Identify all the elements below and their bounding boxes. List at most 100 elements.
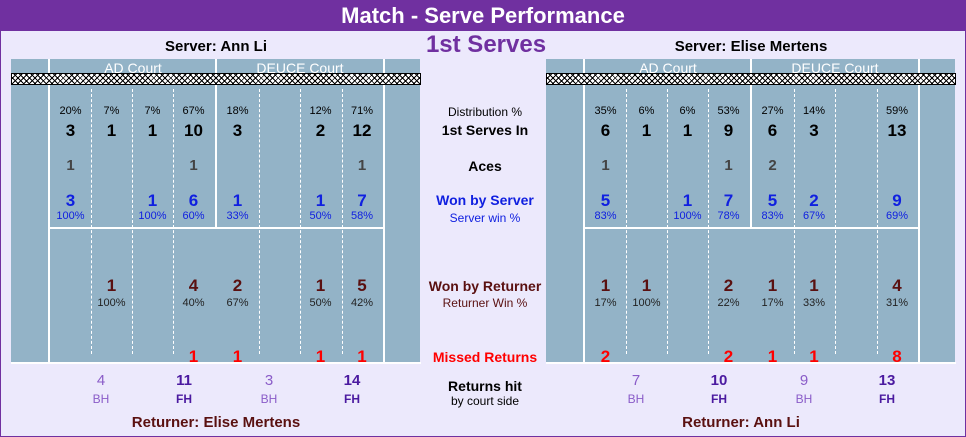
left-ret-cell: 5 <box>357 276 367 295</box>
left-missed-cell: 1 <box>357 347 367 366</box>
left-dist-cell: 7% <box>144 105 161 117</box>
left-sideline-left <box>48 59 50 364</box>
left-ret_pct-cell: 42% <box>350 297 374 309</box>
right-ret_pct-cell: 17% <box>594 297 617 309</box>
right-won_pct-cell: 83% <box>761 210 784 222</box>
right-won_pct-cell: 78% <box>717 210 740 222</box>
left-ret_pct-cell: 67% <box>226 297 249 309</box>
label-serves-in: 1st Serves In <box>441 122 529 138</box>
right-aces-cell: 1 <box>724 157 733 174</box>
left-in-cell: 1 <box>147 121 158 140</box>
left-lane-divider <box>258 89 260 354</box>
right-sideline-left <box>583 59 585 364</box>
left-ret-cell: 1 <box>106 276 117 295</box>
right-ad-court-label: AD Court <box>639 60 697 76</box>
left-ret_pct-cell: 50% <box>309 297 332 309</box>
right-dist-cell: 6% <box>679 105 696 117</box>
right-dist-cell: 6% <box>638 105 655 117</box>
left-returns-side: BH <box>92 392 110 406</box>
right-won_pct-cell: 83% <box>594 210 617 222</box>
right-ret_pct-cell: 31% <box>885 297 909 309</box>
right-won-cell: 1 <box>682 191 693 210</box>
right-won-cell: 7 <box>723 191 734 210</box>
serve-type-title: 1st Serves <box>425 31 547 58</box>
left-dist-cell: 12% <box>309 105 332 117</box>
right-dist-cell: 53% <box>717 105 740 117</box>
left-in-cell: 10 <box>184 121 203 140</box>
label-won-by-server: Won by Server <box>436 192 534 208</box>
left-center-line <box>215 59 217 227</box>
left-won_pct-cell: 100% <box>56 210 85 222</box>
right-in-cell: 13 <box>887 121 907 140</box>
left-missed-cell: 1 <box>188 347 199 366</box>
left-dist-cell: 67% <box>182 105 205 117</box>
left-won_pct-cell: 50% <box>309 210 332 222</box>
left-lane-divider <box>91 89 92 354</box>
left-dist-cell: 20% <box>59 105 82 117</box>
right-won-cell: 9 <box>892 191 902 210</box>
right-returns-count: 13 <box>878 372 896 389</box>
left-won-cell: 1 <box>232 191 243 210</box>
right-ret_pct-cell: 22% <box>717 297 740 309</box>
right-dist-cell: 59% <box>885 105 909 117</box>
right-returns-count: 10 <box>710 372 728 389</box>
left-ret-cell: 2 <box>232 276 243 295</box>
right-ret-cell: 4 <box>892 276 902 295</box>
left-won_pct-cell: 100% <box>138 210 167 222</box>
left-won-cell: 1 <box>147 191 158 210</box>
left-dist-cell: 7% <box>103 105 120 117</box>
left-lane-divider <box>341 89 343 354</box>
right-won-cell: 5 <box>767 191 778 210</box>
left-ret-cell: 1 <box>315 276 326 295</box>
left-dist-cell: 71% <box>350 105 374 117</box>
right-missed-cell: 1 <box>809 347 819 366</box>
left-server-label: Server: Ann Li <box>165 38 267 55</box>
right-returner-label: Returner: Ann Li <box>682 414 800 431</box>
left-returns-count: 14 <box>343 372 361 389</box>
right-ret-cell: 1 <box>767 276 778 295</box>
left-lane-divider <box>173 89 174 354</box>
right-ret-cell: 1 <box>600 276 611 295</box>
right-deuce-court-label: DEUCE Court <box>791 60 879 76</box>
right-server-label: Server: Elise Mertens <box>674 38 828 55</box>
right-ret_pct-cell: 100% <box>632 297 661 309</box>
right-won-cell: 2 <box>809 191 819 210</box>
left-returns-side: BH <box>260 392 278 406</box>
left-net <box>11 73 421 85</box>
left-in-cell: 3 <box>232 121 243 140</box>
right-net <box>546 73 956 85</box>
right-aces-cell: 1 <box>601 157 610 174</box>
left-won-cell: 7 <box>357 191 367 210</box>
left-returns-count: 3 <box>264 372 274 389</box>
right-won_pct-cell: 67% <box>802 210 826 222</box>
right-won-cell: 5 <box>600 191 611 210</box>
label-returns-hit: Returns hit <box>448 378 522 394</box>
right-ret-cell: 1 <box>809 276 819 295</box>
right-aces-cell: 2 <box>768 157 777 174</box>
left-returner-label: Returner: Elise Mertens <box>131 414 301 431</box>
left-aces-cell: 1 <box>66 157 75 174</box>
left-sideline-right <box>383 59 385 364</box>
label-distribution: Distribution % <box>447 105 523 119</box>
right-lane-divider <box>876 89 878 354</box>
left-aces-cell: 1 <box>357 157 367 174</box>
right-in-cell: 6 <box>767 121 778 140</box>
right-lane-divider <box>667 89 668 354</box>
left-service-line <box>48 227 385 229</box>
left-baseline <box>11 362 421 364</box>
right-returns-side: BH <box>795 392 813 406</box>
left-in-cell: 3 <box>65 121 76 140</box>
left-aces-cell: 1 <box>189 157 198 174</box>
left-ad-court-label: AD Court <box>104 60 162 76</box>
left-ret_pct-cell: 40% <box>182 297 205 309</box>
right-sideline-right <box>918 59 920 364</box>
left-lane-divider <box>132 89 133 354</box>
label-server-win-pct: Server win % <box>449 211 521 225</box>
left-returns-side: FH <box>176 392 192 406</box>
left-returns-count: 11 <box>176 372 192 389</box>
right-in-cell: 1 <box>641 121 652 140</box>
left-won-cell: 1 <box>315 191 326 210</box>
left-returns-side: FH <box>344 392 360 406</box>
label-by-court-side: by court side <box>450 394 520 408</box>
right-baseline <box>546 362 956 364</box>
